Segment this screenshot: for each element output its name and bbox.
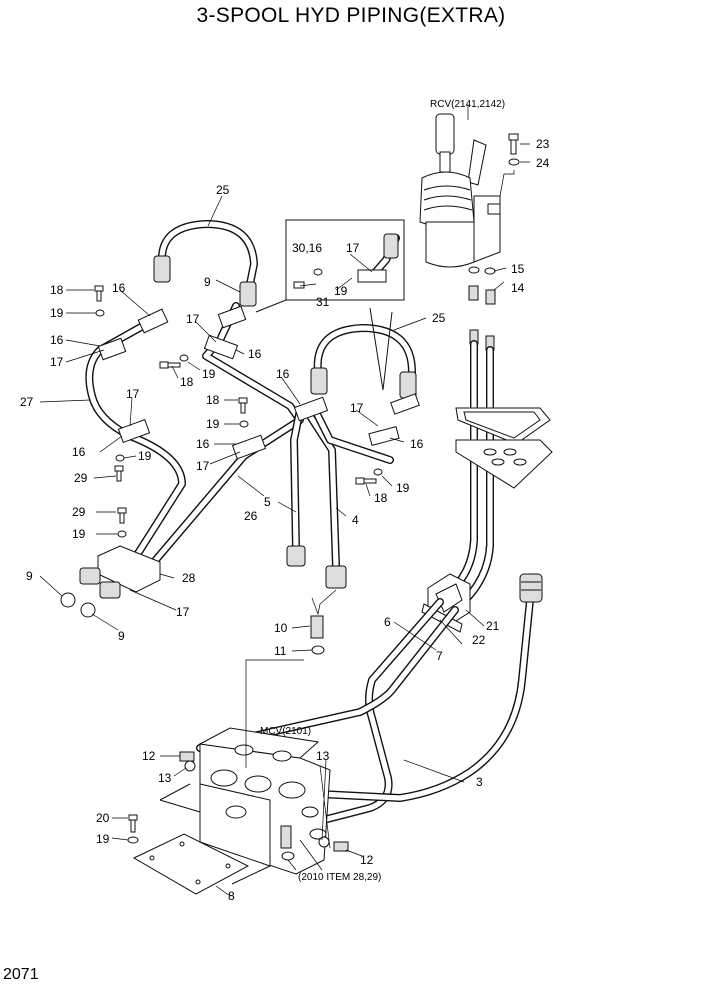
callout-19e: 19 <box>72 527 86 541</box>
page-number: 2071 <box>3 966 39 983</box>
callout-18d: 18 <box>374 491 388 505</box>
callout-27: 27 <box>20 395 34 409</box>
callout-17d: 17 <box>126 387 140 401</box>
callout-5: 5 <box>264 495 271 509</box>
callout-19d: 19 <box>138 449 152 463</box>
mcv-block <box>159 727 331 885</box>
fittings-14-15 <box>468 266 496 305</box>
clamps-16-17 <box>97 305 420 460</box>
callout-26: 26 <box>244 509 258 523</box>
callout-16f: 16 <box>276 367 290 381</box>
cover-plate-8 <box>127 814 250 895</box>
callout-9a: 9 <box>204 275 211 289</box>
rcv-label: RCV(2141,2142) <box>430 99 505 110</box>
callout-13a: 13 <box>316 749 330 763</box>
callout-4: 4 <box>352 513 359 527</box>
callout-29b: 29 <box>72 505 86 519</box>
callout-18c: 18 <box>206 393 220 407</box>
callout-21: 21 <box>486 619 500 633</box>
mcv-fittings <box>179 615 349 861</box>
callout-17c: 17 <box>186 312 200 326</box>
grommet-plates <box>455 407 553 489</box>
detail-inset <box>255 219 405 391</box>
clamp-28 <box>60 545 161 618</box>
callout-19h: 19 <box>96 832 110 846</box>
callout-16c: 16 <box>248 347 262 361</box>
bolt-23 <box>508 133 520 166</box>
callout-14: 14 <box>511 281 525 295</box>
rcv-joystick <box>419 113 501 268</box>
callout-29a: 29 <box>74 471 88 485</box>
callout-22: 22 <box>472 633 486 647</box>
callout-31: 31 <box>316 295 330 309</box>
mcv-label: MCV(2101) <box>260 726 311 737</box>
note-label: (2010 ITEM 28,29) <box>298 872 381 883</box>
loop-hose-right <box>310 324 417 399</box>
callout-8: 8 <box>228 889 235 903</box>
callout-12a: 12 <box>142 749 156 763</box>
loop-hose-left <box>153 220 258 307</box>
callout-6: 6 <box>384 615 391 629</box>
callout-18a: 18 <box>50 283 64 297</box>
callout-9c: 9 <box>118 629 125 643</box>
callout-16e: 16 <box>196 437 210 451</box>
callout-25a: 25 <box>216 183 230 197</box>
callout-19c: 19 <box>202 367 216 381</box>
callout-12b: 12 <box>360 853 374 867</box>
callout-16b: 16 <box>50 333 64 347</box>
callout-19g: 19 <box>396 481 410 495</box>
callout-17g: 17 <box>176 605 190 619</box>
callout-11: 11 <box>274 644 287 658</box>
callout-19a: 19 <box>334 284 348 298</box>
callout-16g: 16 <box>410 437 424 451</box>
page-title: 3-SPOOL HYD PIPING(EXTRA) <box>196 4 506 27</box>
callout-7: 7 <box>436 649 443 663</box>
callout-25b: 25 <box>432 311 446 325</box>
callout-30-16: 30,16 <box>292 241 322 255</box>
leader-lines <box>39 104 530 897</box>
callout-18b: 18 <box>180 375 194 389</box>
callout-16d: 16 <box>72 445 86 459</box>
callout-20: 20 <box>96 811 110 825</box>
callout-17f: 17 <box>350 401 364 415</box>
callout-19b: 19 <box>50 306 64 320</box>
callout-13b: 13 <box>158 771 172 785</box>
hose-27 <box>85 318 186 570</box>
callout-10: 10 <box>274 621 288 635</box>
callout-28: 28 <box>182 571 196 585</box>
callout-23: 23 <box>536 137 550 151</box>
callout-19f: 19 <box>206 417 220 431</box>
callout-15: 15 <box>511 262 525 276</box>
callout-17a: 17 <box>346 241 360 255</box>
small-bolts <box>94 285 383 538</box>
callout-17b: 17 <box>50 355 64 369</box>
callout-3: 3 <box>476 775 483 789</box>
callout-24: 24 <box>536 156 550 170</box>
callout-16a: 16 <box>112 281 126 295</box>
callout-9b: 9 <box>26 569 33 583</box>
callout-17e: 17 <box>196 459 210 473</box>
callout-labels: RCV(2141,2142) 23 24 15 14 25 30,16 17 1… <box>20 99 550 903</box>
